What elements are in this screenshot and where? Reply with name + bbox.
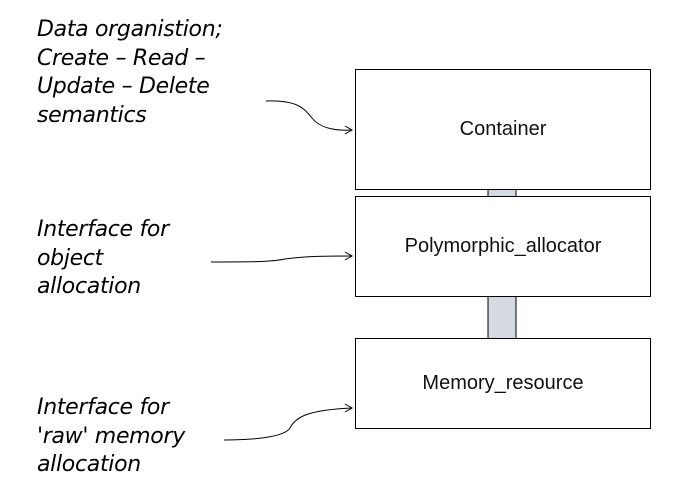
note-object-allocation: Interface for object allocation [37, 216, 169, 302]
connector-crud [265, 100, 353, 131]
note-line: Data organistion; [37, 17, 223, 42]
arrowhead-icon [344, 125, 354, 135]
box-label: Container [459, 118, 547, 140]
note-line: semantics [37, 102, 147, 128]
box-label: Memory_resource [422, 372, 584, 394]
polymorphic-allocator-box: Polymorphic_allocator [355, 196, 651, 297]
note-line: 'raw' memory [37, 423, 185, 449]
note-line: allocation [37, 274, 141, 299]
arrowhead-icon [344, 251, 354, 261]
box-label: Polymorphic_allocator [404, 235, 602, 257]
container-box: Container [355, 69, 651, 190]
note-crud: Data organistion; Create – Read – Update –… [37, 16, 223, 130]
arrowhead-icon [344, 403, 354, 413]
note-line: object [37, 245, 103, 271]
memory-resource-box: Memory_resource [355, 338, 651, 429]
note-line: Update – Delete [37, 74, 210, 99]
note-line: allocation [37, 452, 141, 477]
note-line: Create – Read – [37, 45, 206, 71]
note-line: Interface for [37, 395, 169, 420]
connector-object [210, 255, 353, 263]
note-raw-allocation: Interface for 'raw' memory allocation [37, 394, 185, 480]
connector-raw [223, 407, 353, 441]
note-line: Interface for [37, 217, 169, 242]
